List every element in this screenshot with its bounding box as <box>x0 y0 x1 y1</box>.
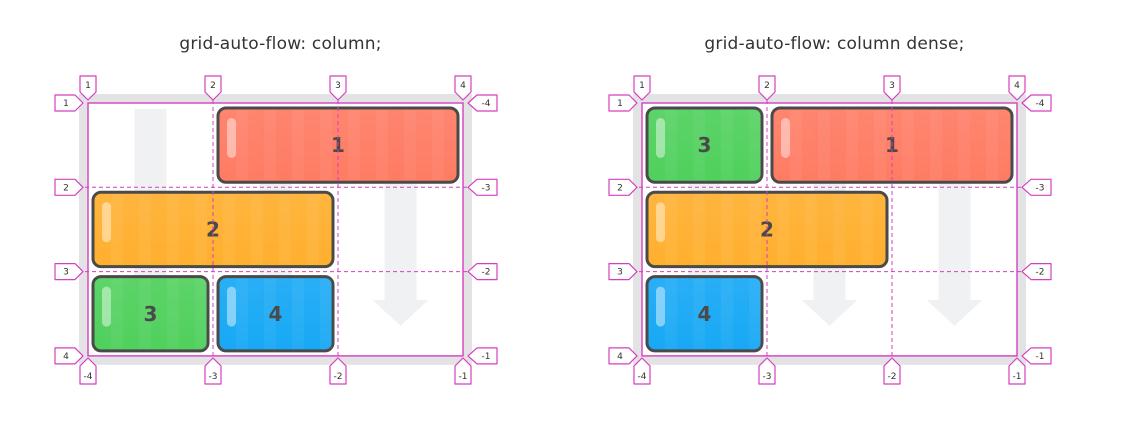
panel-column-dense: grid-auto-flow: column dense; 3 1 2 4 1 -4 2 -3… <box>554 0 1115 430</box>
line-number-text: -4 <box>1036 99 1045 109</box>
row-line-number-left: 2 <box>608 178 638 196</box>
grid-item-4: 4 <box>645 275 764 353</box>
row-line-number-right: -3 <box>467 178 498 196</box>
panel-title: grid-auto-flow: column dense; <box>704 34 965 54</box>
column-line-number-top: 3 <box>883 75 901 101</box>
column-line-number-top: 1 <box>633 75 651 101</box>
line-number-text: -2 <box>334 372 343 382</box>
column-line-number-top: 3 <box>329 75 347 101</box>
column-line-number-bottom: -2 <box>883 357 901 385</box>
row-line-number-right: -3 <box>1021 178 1052 196</box>
row-line-number-right: -1 <box>467 347 498 365</box>
column-line-number-bottom: -2 <box>329 357 347 385</box>
row-line-number-left: 4 <box>54 347 84 365</box>
line-number-text: 4 <box>460 81 466 91</box>
line-number-text: -2 <box>1036 268 1045 278</box>
row-line-number-left: 3 <box>608 263 638 281</box>
row-line-number-right: -4 <box>467 94 498 112</box>
grid-item-label: 3 <box>144 302 158 326</box>
line-number-text: 1 <box>85 81 91 91</box>
grid-outline <box>87 102 464 357</box>
line-number-text: -2 <box>482 268 491 278</box>
line-number-text: 1 <box>617 99 623 109</box>
column-line-number-top: 2 <box>204 75 222 101</box>
column-line-number-bottom: -1 <box>1008 357 1026 385</box>
grid-item-3: 3 <box>91 275 210 353</box>
row-line-number-right: -1 <box>1021 347 1052 365</box>
row-line-number-left: 1 <box>54 94 84 112</box>
row-line-number-left: 2 <box>54 178 84 196</box>
row-line-number-right: -4 <box>1021 94 1052 112</box>
line-number-text: -1 <box>1036 352 1045 362</box>
line-number-text: -4 <box>84 372 93 382</box>
column-line-number-bottom: -3 <box>204 357 222 385</box>
grid-item-label: 3 <box>698 133 712 157</box>
column-line-number-bottom: -4 <box>633 357 651 385</box>
column-line-number-top: 1 <box>79 75 97 101</box>
row-line-number-right: -2 <box>467 263 498 281</box>
line-number-text: -3 <box>482 183 491 193</box>
row-line-number-left: 4 <box>608 347 638 365</box>
line-number-text: -1 <box>482 352 491 362</box>
line-number-text: 2 <box>210 81 216 91</box>
line-number-text: 2 <box>63 183 69 193</box>
line-number-text: -4 <box>482 99 491 109</box>
line-number-text: -1 <box>1013 372 1022 382</box>
line-number-text: -3 <box>763 372 772 382</box>
column-line-number-bottom: -4 <box>79 357 97 385</box>
line-number-text: 3 <box>63 268 69 278</box>
panel-column: grid-auto-flow: column; 1 2 3 4 1 -4 2 -3 3 -2 4 -1… <box>0 0 561 430</box>
line-number-text: -3 <box>209 372 218 382</box>
line-number-text: 3 <box>335 81 341 91</box>
line-number-text: 3 <box>617 268 623 278</box>
line-number-text: 4 <box>617 352 623 362</box>
line-number-text: 1 <box>63 99 69 109</box>
line-number-text: 1 <box>639 81 645 91</box>
row-line-number-right: -2 <box>1021 263 1052 281</box>
row-line-number-left: 3 <box>54 263 84 281</box>
grid-item-4: 4 <box>216 275 335 353</box>
column-line-number-bottom: -1 <box>454 357 472 385</box>
column-line-number-top: 4 <box>454 75 472 101</box>
column-line-number-top: 2 <box>758 75 776 101</box>
grid-outline <box>641 102 1018 357</box>
line-number-text: -4 <box>638 372 647 382</box>
line-number-text: 2 <box>617 183 623 193</box>
column-line-number-bottom: -3 <box>758 357 776 385</box>
line-number-text: -3 <box>1036 183 1045 193</box>
panel-title: grid-auto-flow: column; <box>179 34 382 54</box>
line-number-text: -1 <box>459 372 468 382</box>
grid-item-label: 4 <box>698 302 712 326</box>
line-number-text: 4 <box>1014 81 1020 91</box>
line-number-text: 3 <box>889 81 895 91</box>
grid-item-3: 3 <box>645 106 764 184</box>
row-line-number-left: 1 <box>608 94 638 112</box>
grid-item-2: 2 <box>645 190 889 269</box>
grid-item-label: 4 <box>269 302 283 326</box>
line-number-text: -2 <box>888 372 897 382</box>
column-line-number-top: 4 <box>1008 75 1026 101</box>
line-number-text: 4 <box>63 352 69 362</box>
line-number-text: 2 <box>764 81 770 91</box>
